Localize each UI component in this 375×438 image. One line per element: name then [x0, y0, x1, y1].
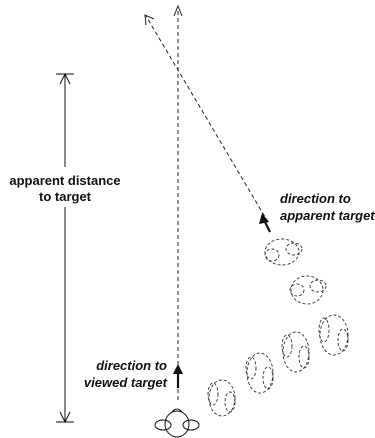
- apparent-distance-dimension: [56, 72, 74, 424]
- apparent-direction-line: [145, 15, 269, 223]
- viewed-target-label-2: viewed target: [84, 375, 168, 390]
- viewer-head: [154, 408, 200, 438]
- apparent-distance-label-1: apparent distance: [9, 173, 120, 188]
- apparent-distance-label-2: to target: [39, 189, 92, 204]
- head-silhouette-4: [318, 314, 349, 356]
- viewed-direction-arrowhead: [173, 4, 183, 17]
- apparent-direction-arrowhead: [144, 14, 155, 26]
- head-silhouette-6: [264, 238, 303, 266]
- apparent-target-label-1: direction to: [280, 191, 351, 206]
- apparent-target-arrow: [259, 213, 271, 233]
- head-silhouette-5: [289, 275, 327, 305]
- head-silhouette-3: [281, 331, 310, 373]
- head-silhouette-1: [207, 379, 236, 417]
- viewed-target-arrow: [173, 364, 183, 388]
- head-silhouette-2: [245, 352, 274, 394]
- viewed-target-label-1: direction to: [96, 358, 167, 373]
- apparent-target-label-2: apparent target: [280, 208, 375, 223]
